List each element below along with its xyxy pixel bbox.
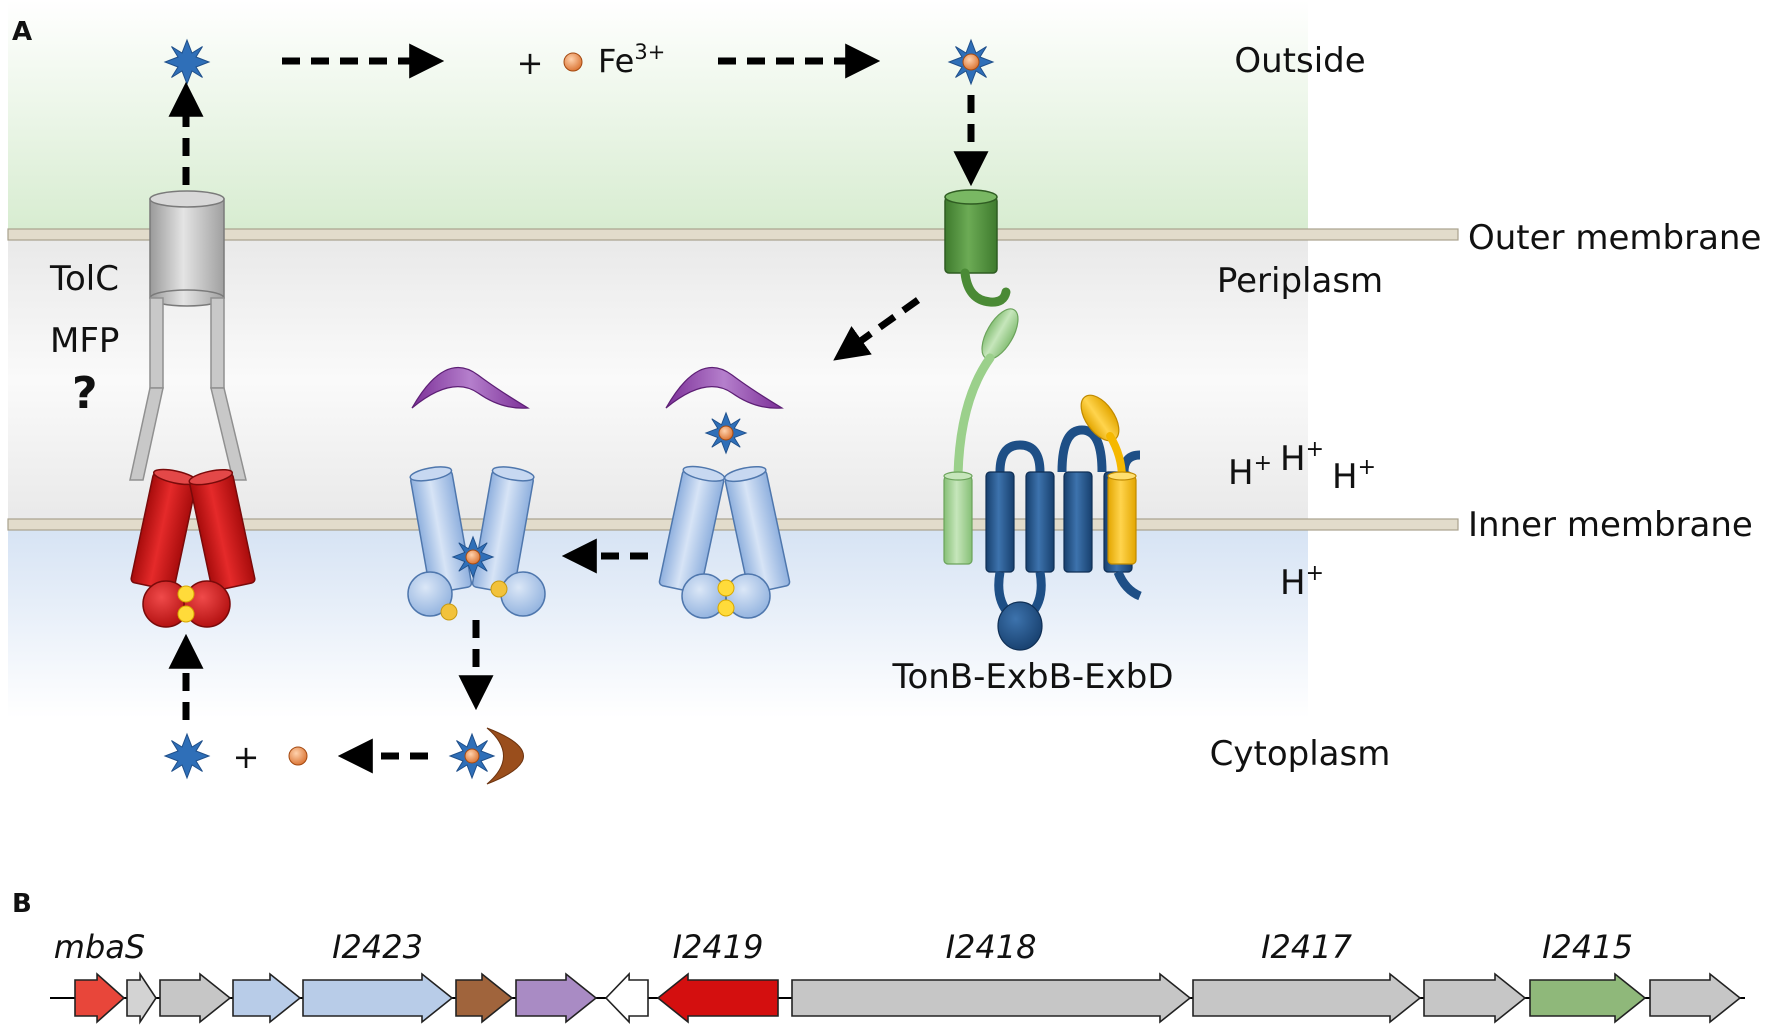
gene-label: I2417 — [1261, 928, 1353, 966]
apo-siderophore-cytoplasm — [164, 733, 210, 779]
gene-arrow — [791, 972, 1192, 1024]
gene-labels: mbaS I2423 I2419 I2418 I2417 I2415 — [54, 928, 1633, 966]
tolc-exporter — [129, 190, 256, 628]
proton-1: H+ — [1228, 451, 1272, 493]
binding-protein-loaded — [665, 366, 784, 409]
proton-3: H+ — [1332, 455, 1376, 497]
gene-arrow — [1529, 972, 1647, 1024]
siderophore-iron-complex — [705, 412, 747, 454]
gene-arrow — [74, 972, 126, 1024]
abc-importer-open — [407, 466, 546, 621]
tolc-label: TolC — [49, 259, 119, 299]
gene-arrow — [1423, 972, 1527, 1024]
gene-arrow — [159, 972, 232, 1024]
tolc-channel — [149, 190, 225, 307]
tonb-complex-label: TonB-ExbB-ExbD — [891, 657, 1173, 697]
exbd — [1080, 394, 1137, 565]
tonb-exbb-exbd-complex — [943, 308, 1142, 651]
inner-membrane-label: Inner membrane — [1468, 505, 1753, 545]
gene-arrow — [1649, 972, 1742, 1024]
outer-membrane-label: Outer membrane — [1468, 218, 1761, 258]
gene-arrow — [656, 972, 779, 1024]
cytoplasm-label: Cytoplasm — [1210, 734, 1391, 774]
mfp-adaptor — [129, 297, 247, 481]
outer-membrane-line — [7, 228, 1459, 241]
gene-arrow — [126, 971, 157, 1025]
gene-arrow — [1192, 972, 1422, 1024]
mfp-label: MFP — [50, 321, 119, 361]
iron-label: Fe3+ — [598, 40, 665, 80]
cytoplasm-plus-sign: + — [233, 738, 260, 776]
gene-label: I2415 — [1542, 928, 1633, 966]
gene-arrow — [604, 972, 649, 1024]
periplasm-label: Periplasm — [1217, 261, 1383, 301]
abc-exporter-red — [130, 468, 256, 628]
gene-arrow — [515, 972, 598, 1024]
dashed-arrow-icon — [833, 297, 921, 361]
gene-arrow — [302, 972, 454, 1024]
released-iron-dot — [288, 746, 308, 766]
iron-dot-icon — [563, 52, 583, 72]
ferric-reductase-complex — [449, 727, 524, 785]
binding-protein-empty — [411, 366, 530, 409]
gene-label: I2423 — [332, 928, 423, 966]
abc-importer-closed — [658, 465, 791, 619]
panel-b-label: B — [12, 889, 32, 919]
proton-4: H+ — [1280, 561, 1324, 603]
panel-a-label: A — [12, 17, 32, 47]
gene-cluster — [74, 971, 1742, 1025]
exbb — [985, 425, 1142, 651]
outside-label: Outside — [1234, 41, 1365, 81]
proton-labels: H+ H+ H+ H+ — [1228, 437, 1376, 603]
unknown-marker: ? — [72, 368, 98, 419]
pathway-arrows — [168, 43, 989, 774]
fe-siderophore-outside — [948, 39, 994, 85]
apo-siderophore-outside — [164, 39, 210, 85]
reductase-crescent — [486, 727, 524, 785]
gene-arrow — [232, 972, 302, 1024]
iron-plus-sign: + — [517, 44, 544, 82]
tonb — [943, 308, 1019, 565]
gene-arrow — [455, 972, 514, 1024]
gene-label: mbaS — [54, 928, 145, 966]
outer-membrane-receptor — [944, 189, 1011, 307]
gene-label: I2418 — [946, 928, 1037, 966]
proton-2: H+ — [1280, 437, 1324, 479]
gene-label: I2419 — [673, 928, 764, 966]
outside-region — [8, 0, 1308, 232]
